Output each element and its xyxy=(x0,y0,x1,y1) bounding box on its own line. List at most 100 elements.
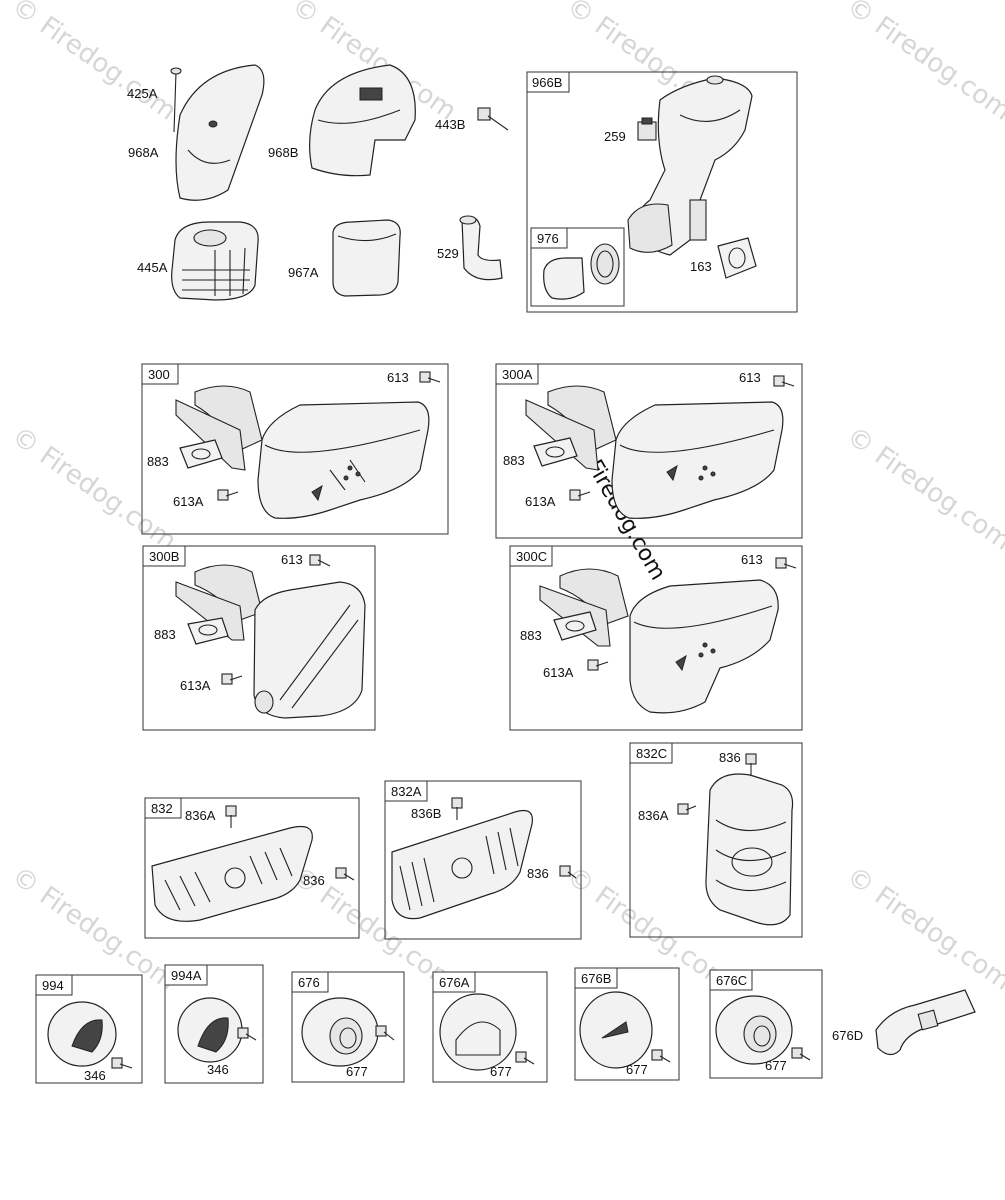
part-966B-base xyxy=(627,75,753,256)
part-label-425A: 425A xyxy=(127,86,158,101)
part-300C-muffler xyxy=(539,568,779,714)
group-box-994A xyxy=(164,964,264,1084)
part-300A-613-bolt xyxy=(773,375,795,387)
group-box-832C xyxy=(629,742,803,938)
group-label-994A: 994A xyxy=(171,968,202,983)
group-tag-832C xyxy=(629,742,673,764)
part-994-346-screw xyxy=(111,1057,133,1069)
group-label-676: 676 xyxy=(298,975,320,990)
part-label-677: 677 xyxy=(490,1064,512,1079)
part-label-883: 883 xyxy=(154,627,176,642)
part-label-968B: 968B xyxy=(268,145,298,160)
part-label-836: 836 xyxy=(303,873,325,888)
part-832A-836B-bolt xyxy=(451,797,463,820)
part-label-613: 613 xyxy=(281,552,303,567)
group-label-966B: 966B xyxy=(532,75,562,90)
group-tag-994 xyxy=(35,974,73,996)
part-label-883: 883 xyxy=(147,454,169,469)
watermark-text: © Firedog.com xyxy=(841,421,1005,556)
part-994-deflector xyxy=(47,1001,117,1067)
part-300C-613A-bolt xyxy=(587,659,609,671)
part-300B-613A-bolt xyxy=(221,673,243,685)
group-label-832C: 832C xyxy=(636,746,667,761)
group-tag-976 xyxy=(530,227,568,249)
part-676-677-screw xyxy=(375,1025,395,1041)
part-832A-guard xyxy=(391,809,533,920)
part-832C-836-bolt xyxy=(745,753,757,776)
group-tag-966B xyxy=(526,71,570,93)
part-832C-836A-bolt xyxy=(677,803,697,815)
part-676B-677-screw xyxy=(651,1049,671,1063)
group-label-300B: 300B xyxy=(149,549,179,564)
group-tag-300A xyxy=(495,363,539,385)
group-label-300A: 300A xyxy=(502,367,533,382)
part-label-677: 677 xyxy=(765,1058,787,1073)
part-529-elbow xyxy=(459,215,503,281)
part-163-gasket xyxy=(717,237,757,279)
group-label-300: 300 xyxy=(148,367,170,382)
group-label-676C: 676C xyxy=(716,973,747,988)
group-box-676 xyxy=(291,971,405,1083)
part-label-883: 883 xyxy=(520,628,542,643)
group-box-966B xyxy=(526,71,798,313)
part-label-613: 613 xyxy=(739,370,761,385)
group-box-994 xyxy=(35,974,143,1084)
part-967A-prefilter xyxy=(332,219,401,297)
part-676C-deflector xyxy=(715,995,793,1065)
part-443B-bolt xyxy=(477,107,509,131)
group-box-676C xyxy=(709,969,823,1079)
part-300C-883-gasket xyxy=(553,611,597,641)
group-tag-300 xyxy=(141,363,179,385)
part-label-163: 163 xyxy=(690,259,712,274)
part-300B-883-gasket xyxy=(187,617,229,645)
part-976-filter-assembly xyxy=(543,243,620,300)
group-tag-832A xyxy=(384,780,428,802)
part-832-836-bolt xyxy=(335,867,355,881)
part-300A-883-gasket xyxy=(533,437,578,467)
group-label-676B: 676B xyxy=(581,971,611,986)
group-box-676A xyxy=(432,971,548,1083)
group-box-832A xyxy=(384,780,582,940)
part-425A-screw xyxy=(170,67,182,133)
group-tag-994A xyxy=(164,964,208,986)
part-label-259: 259 xyxy=(604,129,626,144)
part-676B-deflector xyxy=(579,991,653,1069)
part-label-443B: 443B xyxy=(435,117,465,132)
part-300C-613-bolt xyxy=(775,557,797,569)
part-968B-cover xyxy=(309,64,416,177)
part-label-836B: 836B xyxy=(411,806,441,821)
part-label-613A: 613A xyxy=(543,665,574,680)
part-832A-836-bolt xyxy=(559,865,577,879)
part-label-677: 677 xyxy=(346,1064,368,1079)
part-300-613-bolt xyxy=(419,371,441,383)
part-968A-cover xyxy=(175,64,265,201)
group-box-300 xyxy=(141,363,449,535)
part-label-836A: 836A xyxy=(185,808,216,823)
part-label-613: 613 xyxy=(387,370,409,385)
part-676-deflector xyxy=(301,997,379,1067)
group-box-976 xyxy=(530,227,625,307)
part-label-967A: 967A xyxy=(288,265,319,280)
part-300-613A-bolt xyxy=(217,489,239,501)
group-box-832 xyxy=(144,797,360,939)
part-676C-677-screw xyxy=(791,1047,811,1061)
group-tag-676 xyxy=(291,971,329,993)
group-label-300C: 300C xyxy=(516,549,547,564)
part-832-guard xyxy=(151,825,313,922)
watermark-text: © Firedog.com xyxy=(6,0,182,127)
part-label-445A: 445A xyxy=(137,260,168,275)
watermark-text: © Firedog.com xyxy=(841,0,1005,127)
part-300A-613A-bolt xyxy=(569,489,591,501)
part-676A-deflector xyxy=(439,993,517,1071)
part-label-836: 836 xyxy=(719,750,741,765)
part-832-836A-bolt xyxy=(225,805,237,828)
part-300-883-gasket xyxy=(179,439,223,469)
part-300-muffler xyxy=(175,385,430,519)
group-tag-676B xyxy=(574,967,618,989)
part-label-968A: 968A xyxy=(128,145,159,160)
part-300B-613-bolt xyxy=(309,554,331,567)
part-994A-346-screw xyxy=(237,1027,257,1041)
watermark-text: © Firedog.com xyxy=(6,421,182,556)
group-tag-300B xyxy=(142,545,186,567)
